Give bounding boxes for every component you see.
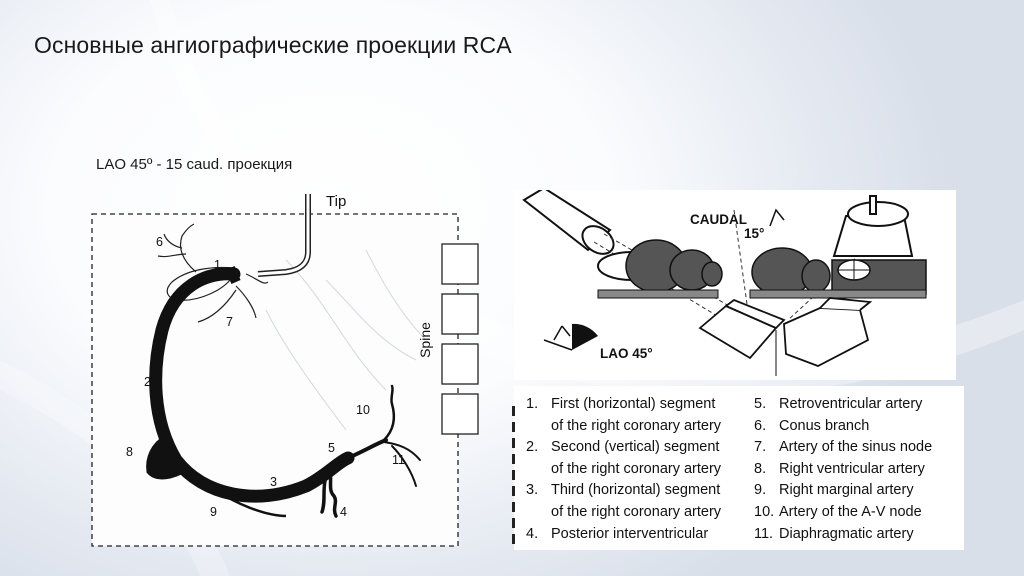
distal-branches xyxy=(320,384,421,518)
caudal-arrow-icon xyxy=(769,208,785,227)
legend-text: Retroventricular artery xyxy=(779,396,923,412)
label-6: 6 xyxy=(156,235,163,249)
legend-item: 11. Diaphragmatic artery xyxy=(754,524,932,546)
lao-label: LAO 45° xyxy=(600,346,653,361)
legend-num xyxy=(526,502,551,524)
legend-num: 6. xyxy=(754,417,767,434)
legend-item: of the right coronary artery xyxy=(526,502,721,524)
legend-num: 4. xyxy=(526,525,539,542)
label-2: 2 xyxy=(144,375,151,389)
lao-angle-indicator xyxy=(543,323,598,351)
right-tube-cylinder xyxy=(832,195,914,257)
legend-text: First (horizontal) segment xyxy=(551,396,716,412)
label-4: 4 xyxy=(340,505,347,519)
legend-text: Artery of the sinus node xyxy=(779,439,933,456)
legend-num: 3. xyxy=(526,482,539,499)
legend-item: of the right coronary artery xyxy=(526,459,721,481)
legend-item: 4. Posterior interventricular xyxy=(526,524,721,546)
legend-num xyxy=(526,416,551,438)
marginal-branch xyxy=(215,488,287,518)
legend-num: 5. xyxy=(754,396,767,412)
rv-branch xyxy=(146,434,187,480)
legend-item: 9. Right marginal artery xyxy=(754,480,932,502)
faint-vessels xyxy=(265,249,427,431)
legend-num xyxy=(526,459,551,481)
label-8: 8 xyxy=(126,445,133,459)
legend-num: 1. xyxy=(526,396,539,412)
legend-panel: 1. First (horizontal) segment of the righ… xyxy=(512,386,964,550)
rca-lao-diagram: Spine Tip 1 2 3 4 xyxy=(86,190,498,552)
projection-geometry-diagram: CAUDAL 15° LAO 45° xyxy=(514,186,956,380)
legend-item: 3. Third (horizontal) segment xyxy=(526,480,721,502)
legend-text: Right ventricular artery xyxy=(779,460,925,477)
legend-num: 2. xyxy=(526,439,539,456)
legend-left-column: 1. First (horizontal) segment of the righ… xyxy=(526,394,721,545)
legend-text: Posterior interventricular xyxy=(551,525,709,542)
rca-diagram-svg: Spine Tip 1 2 3 4 xyxy=(91,193,479,547)
legend-text: Third (horizontal) segment xyxy=(551,482,721,499)
legend-item: 10.Artery of the A-V node xyxy=(754,502,932,524)
legend-text: of the right coronary artery xyxy=(551,460,722,477)
legend-item: 7. Artery of the sinus node xyxy=(754,437,932,459)
legend-right-column: 5. Retroventricular artery 6. Conus branch… xyxy=(754,394,932,545)
legend-num: 9. xyxy=(754,482,767,499)
legend-item: 8. Right ventricular artery xyxy=(754,459,932,481)
legend-edge-marks xyxy=(512,406,515,546)
legend-text: Second (vertical) segment xyxy=(551,439,720,456)
legend-item: 1. First (horizontal) segment xyxy=(526,394,721,416)
legend-item: of the right coronary artery xyxy=(526,416,721,438)
legend-item: 2. Second (vertical) segment xyxy=(526,437,721,459)
legend-item: 5. Retroventricular artery xyxy=(754,394,932,416)
small-branches xyxy=(157,223,269,323)
legend-text: Diaphragmatic artery xyxy=(779,525,914,542)
slide-title: Основные ангиографические проекции RCA xyxy=(34,32,512,58)
left-heart-silhouette xyxy=(597,239,723,299)
label-10: 10 xyxy=(356,403,370,417)
tip-label: Tip xyxy=(326,193,346,210)
right-heart-silhouette xyxy=(749,247,927,299)
label-11: 11 xyxy=(392,453,405,467)
legend-text: Artery of the A-V node xyxy=(779,503,922,520)
slide-subtitle: LAO 45º - 15 caud. проекция xyxy=(96,156,293,173)
caudal-label: CAUDAL xyxy=(690,212,747,227)
caudal-angle: 15° xyxy=(744,226,764,241)
label-9: 9 xyxy=(210,505,217,519)
legend-text: of the right coronary artery xyxy=(551,417,722,434)
catheter xyxy=(257,194,310,276)
label-7: 7 xyxy=(226,315,233,329)
legend-num: 7. xyxy=(754,439,767,456)
projection-svg: CAUDAL 15° LAO 45° xyxy=(522,186,927,376)
label-5: 5 xyxy=(328,441,335,455)
legend-text: Right marginal artery xyxy=(779,482,914,499)
spine-label: Spine xyxy=(417,322,433,358)
legend-text: Conus branch xyxy=(779,417,870,434)
detector-plates xyxy=(698,297,873,367)
left-tube-cylinder xyxy=(522,186,615,255)
legend-num: 8. xyxy=(754,460,767,477)
spine-vertebrae xyxy=(441,243,479,435)
label-1: 1 xyxy=(214,258,221,272)
legend-num: 10. xyxy=(754,503,775,520)
legend-text: of the right coronary artery xyxy=(551,503,722,520)
legend-num: 11. xyxy=(754,525,774,542)
label-3: 3 xyxy=(270,475,277,489)
segment-number-labels: 1 2 3 4 5 6 7 8 9 10 11 xyxy=(126,235,405,519)
legend-item: 6. Conus branch xyxy=(754,416,932,438)
